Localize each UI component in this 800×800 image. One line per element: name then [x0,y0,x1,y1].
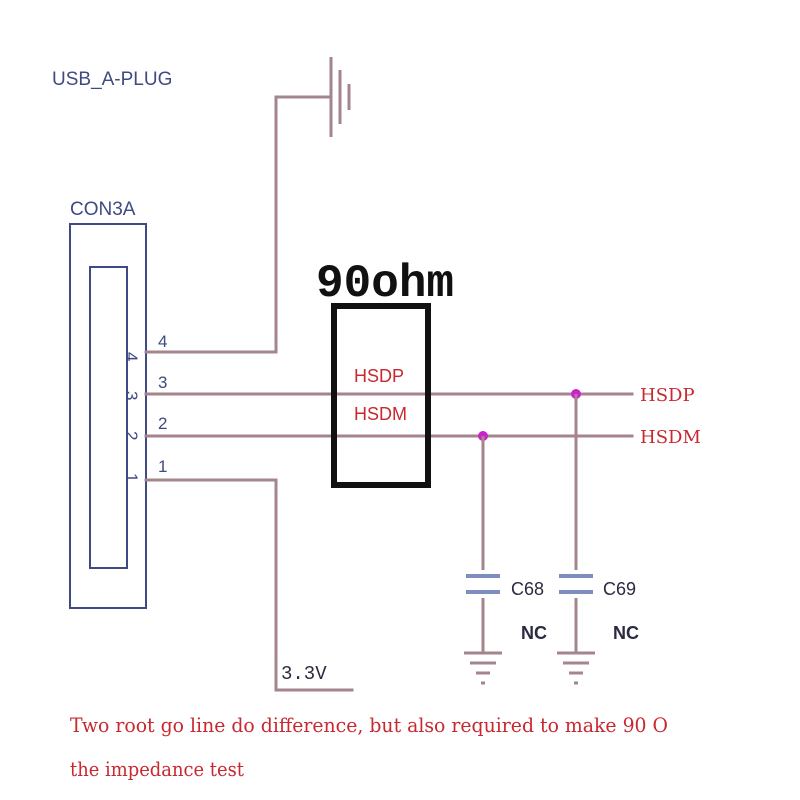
pin-number-2: 2 [158,414,167,433]
pin-number-3: 3 [158,373,167,392]
power-label: 3.3V [281,663,327,685]
capacitor-c68-ref: C68 [511,579,544,599]
wire-pin4-ground [144,95,278,354]
output-net-hsdm: HSDM [640,427,701,448]
connector-ref-label: USB_A-PLUG [52,69,172,90]
note-line-1: Two root go line do difference, but also… [70,713,668,737]
capacitor-c68-icon [464,436,502,685]
impedance-box [331,303,431,488]
ground-top-icon [274,57,351,137]
connector-name-label: CON3A [70,199,136,220]
pin-number-4: 4 [158,332,167,351]
pin-label-3: 3 [122,391,141,400]
capacitor-c69-value: NC [613,623,639,643]
capacitor-c68-value: NC [521,623,547,643]
impedance-net-hsdm: HSDM [354,404,407,424]
capacitor-c69-ref: C69 [603,579,636,599]
output-net-hsdp: HSDP [640,385,695,406]
wire-pin1-power [144,478,354,692]
pin-label-1: 1 [122,473,141,482]
impedance-net-hsdp: HSDP [354,366,404,386]
pin-number-1: 1 [158,457,167,476]
pin-label-2: 2 [122,431,141,440]
note-line-2: the impedance test [70,757,244,781]
capacitor-c69-icon [557,394,595,685]
connector-body [69,223,147,609]
pin-label-4: 4 [122,352,141,361]
impedance-label: 90ohm [316,258,454,310]
